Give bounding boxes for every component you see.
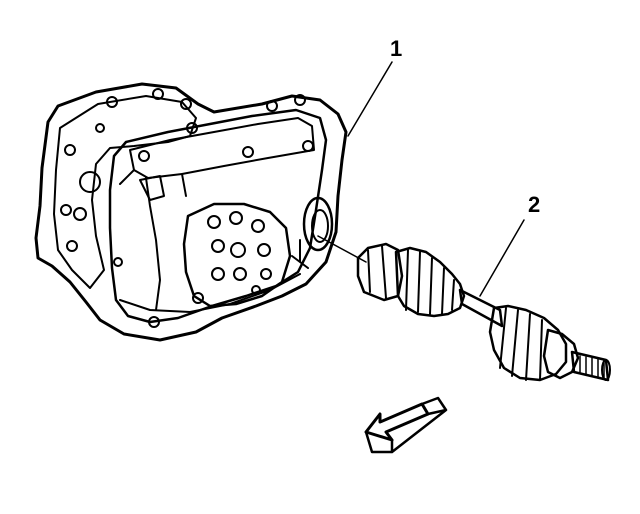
transaxle-assembly	[34, 82, 348, 342]
arrow-down-left-icon	[364, 396, 448, 454]
drive-axle-shaft	[356, 242, 611, 382]
callout-2: 2	[479, 192, 540, 297]
callout-1-label: 1	[390, 36, 402, 61]
callout-1: 1	[347, 36, 402, 137]
callout-2-label: 2	[528, 192, 540, 217]
installation-guide-line	[317, 235, 367, 263]
